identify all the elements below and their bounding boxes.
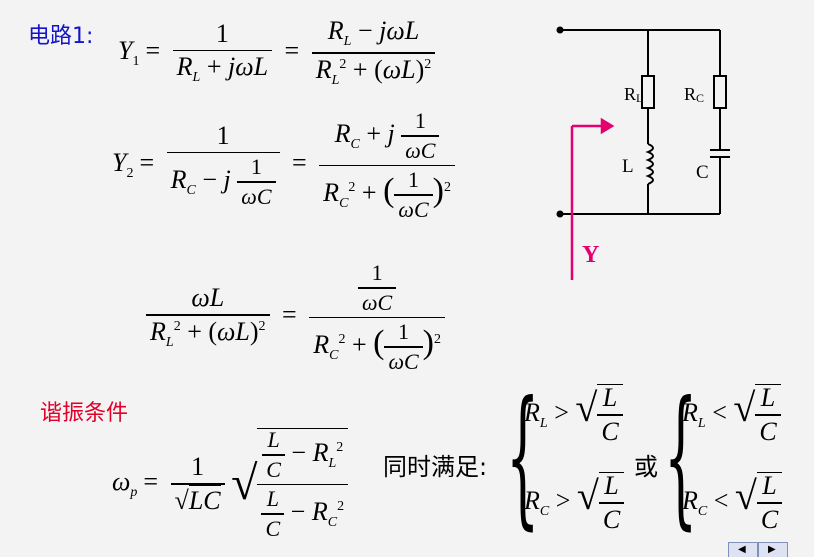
admittance-arrow	[570, 117, 615, 280]
or-label: 或	[634, 453, 658, 481]
circuit-label: 电路1:	[28, 24, 94, 49]
next-icon: ▶	[768, 544, 776, 555]
y1-formula: Y1= 1 RL + jωL = RL − jωL RL2 + (ωL)2	[118, 18, 436, 88]
prev-icon: ◀	[738, 544, 746, 555]
l-label: L	[622, 156, 634, 177]
terminal-bottom	[556, 210, 564, 218]
y-label: Y	[582, 242, 599, 268]
next-slide-button[interactable]: ▶	[758, 542, 788, 557]
terminal-top	[556, 26, 564, 34]
prev-slide-button[interactable]: ◀	[728, 542, 758, 557]
circuit-diagram: RL RC L C Y	[556, 26, 730, 280]
c-label: C	[696, 162, 709, 183]
left-brace-2: {	[664, 370, 698, 544]
left-brace-1: {	[506, 370, 540, 544]
also-satisfy-label: 同时满足:	[383, 453, 488, 481]
rl-label: RL	[624, 84, 643, 105]
resonance-condition-label: 谐振条件	[40, 401, 129, 426]
rc-label: RC	[684, 84, 704, 105]
